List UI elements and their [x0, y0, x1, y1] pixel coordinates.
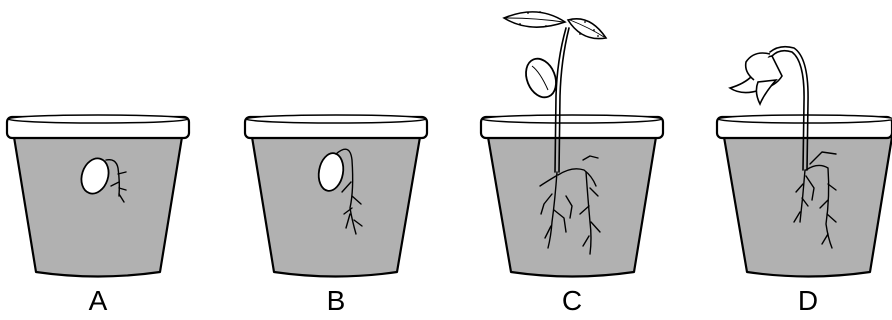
- pot-d-body: [724, 137, 892, 277]
- stage-label-b: B: [327, 285, 346, 316]
- stage-label-c: C: [562, 285, 582, 316]
- stage-label-d: D: [798, 285, 818, 316]
- pot-c: [481, 11, 663, 276]
- pot-a: [7, 115, 189, 277]
- stage-label-a: A: [89, 285, 108, 316]
- pot-b: [245, 115, 427, 277]
- pot-d: [717, 47, 892, 277]
